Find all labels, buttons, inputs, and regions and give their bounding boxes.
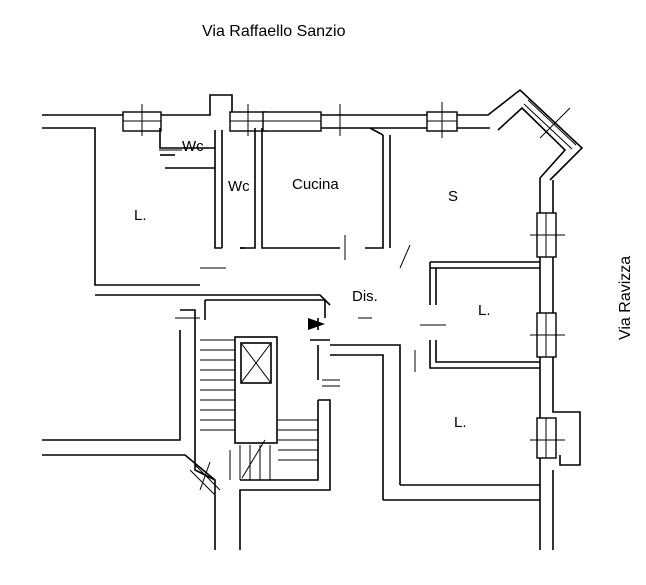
street-label-right: Via Ravizza [617,256,634,340]
interior-walls [95,127,540,500]
window-top-1 [122,104,162,136]
room-label-disimpegno: Dis. [352,288,378,305]
room-label-letto3: L. [454,414,467,431]
outer-walls [42,88,584,550]
room-label-wc1: Wc [182,138,204,155]
room-label-wc2: Wc [228,178,250,195]
window-right-3 [530,417,565,459]
window-top-3 [262,104,341,136]
room-label-letto2: L. [478,302,491,319]
window-top-2 [229,104,267,136]
window-right-2 [530,312,565,358]
room-label-cucina: Cucina [292,176,339,193]
street-label-top: Via Raffaello Sanzio [202,23,346,40]
window-right-1 [530,212,565,258]
stairwell [42,299,340,550]
room-label-letto1: L. [134,207,147,224]
entry-arrow-icon [308,318,325,330]
window-top-4 [426,102,458,138]
bay-window [523,99,577,150]
room-label-soggiorno: S [448,188,458,205]
